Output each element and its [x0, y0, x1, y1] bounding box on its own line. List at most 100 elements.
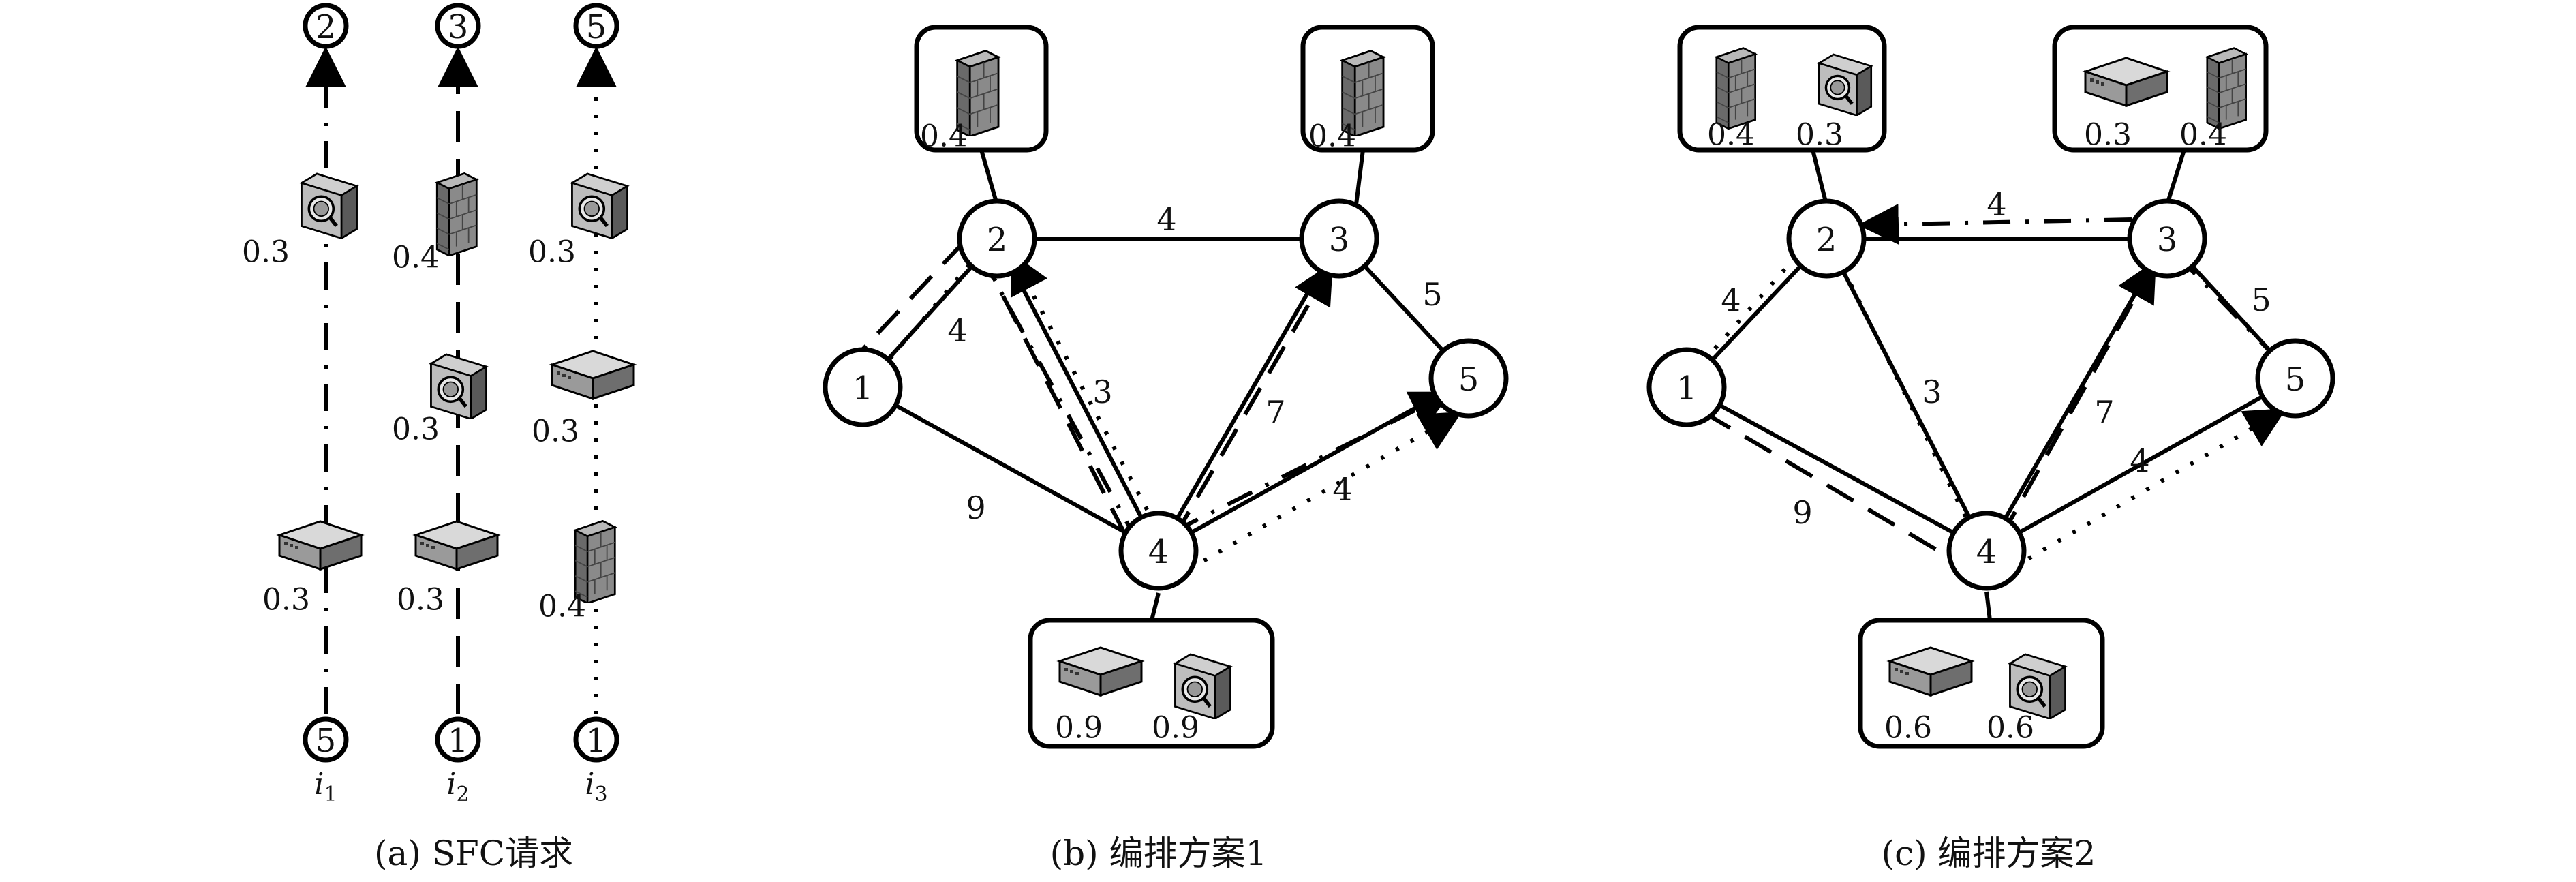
rack-value: 0.4 [1308, 119, 1356, 154]
chain-i3: 1 5 0.4 0.3 0.3 i3 [528, 3, 635, 806]
firewall-icon [1715, 47, 1756, 130]
node-4-label: 4 [1976, 533, 1997, 571]
vnf-value: 0.4 [392, 241, 440, 275]
switch-icon [414, 520, 499, 571]
panel-c-scheme-2: 0.4 0.3 0.3 0.4 0.6 0.6 [1646, 25, 2335, 873]
caption-b: (b) 编排方案1 [1050, 834, 1268, 873]
weight-3-4: 7 [2094, 394, 2114, 431]
path-i1-dashdot-3-2 [1858, 204, 2132, 245]
chain-i3-dst-node [573, 3, 619, 49]
path-i3-dotted-1-2 [1702, 244, 1808, 363]
switch-icon [551, 350, 635, 400]
routing-paths [843, 217, 1462, 571]
ids-icon [572, 174, 628, 239]
weight-3-5: 5 [2251, 282, 2271, 318]
vnf-value: 0.3 [242, 235, 290, 270]
chain-i2-dst-node [435, 3, 481, 49]
node-5 [1428, 338, 1509, 419]
firewall-icon [2206, 47, 2247, 130]
node-5 [2255, 338, 2335, 419]
edge-4-5 [1985, 376, 2297, 553]
weight-2-4: 3 [1092, 374, 1112, 410]
routing-paths [1702, 204, 2287, 571]
weight-1-4: 9 [1792, 494, 1812, 531]
rack-node-4: 0.6 0.6 [1858, 591, 2105, 749]
chain-i2-dst-label: 3 [448, 8, 469, 46]
rack-value: 0.3 [2084, 118, 2132, 153]
node-2-label: 2 [987, 221, 1008, 259]
rack-value: 0.9 [1152, 711, 1199, 746]
chain-i3-src-label: 1 [586, 722, 607, 760]
ids-icon [1819, 55, 1871, 115]
chain-i2: 1 3 0.3 0.3 0.4 i2 [392, 3, 499, 806]
topology-nodes: 1 2 3 4 5 [1646, 198, 2335, 591]
ids-icon [431, 354, 487, 419]
path-i3-dotted-4-5 [1188, 412, 1462, 571]
switch-icon [278, 520, 363, 571]
rack-value: 0.4 [1707, 118, 1755, 153]
edge-1-4 [861, 385, 1160, 553]
weight-2-3: 4 [1987, 186, 2006, 223]
firewall-icon [435, 172, 478, 256]
rack-value: 0.6 [1987, 711, 2034, 746]
topology-edges [1685, 237, 2297, 553]
weight-3-4: 7 [1266, 394, 1285, 431]
weight-1-2: 4 [1721, 282, 1741, 318]
chain-i3-dst-label: 5 [586, 8, 607, 46]
rack-node-4: 0.9 0.9 [1028, 592, 1275, 749]
node-4 [1946, 511, 2027, 591]
rack-value: 0.9 [1055, 711, 1103, 746]
ids-icon [302, 174, 357, 239]
vnf-value: 0.3 [392, 412, 440, 447]
path-i3-dotted-4-5 [2012, 408, 2287, 569]
weight-1-2: 4 [947, 312, 967, 349]
chain-i2-src-node [435, 716, 481, 763]
rack-value: 0.3 [1796, 118, 1843, 153]
edge-3-4 [1156, 237, 1341, 552]
path-i3-dotted-4-2 [1010, 252, 1157, 526]
node-2-label: 2 [1816, 221, 1837, 259]
rack-value: 0.4 [920, 119, 968, 154]
edge-4-5 [1157, 376, 1470, 553]
node-3 [1299, 198, 1379, 279]
path-i2-dashed [843, 223, 982, 370]
rack-value: 0.6 [1884, 711, 1932, 746]
rack-value: 0.4 [2179, 118, 2227, 153]
node-1 [1646, 347, 1727, 427]
chain-i3-label: i3 [585, 767, 607, 806]
vnf-value: 0.3 [262, 583, 310, 618]
rack-node-3: 0.4 [1300, 25, 1435, 205]
node-3 [2127, 198, 2207, 279]
vnf-value: 0.4 [538, 590, 586, 624]
rack-node-3: 0.3 0.4 [2052, 25, 2269, 205]
ids-icon [2010, 654, 2066, 719]
path-i2-dashed-4-3 [1998, 260, 2156, 540]
caption-c: (c) 编排方案2 [1882, 834, 2096, 873]
ids-icon [1176, 654, 1231, 719]
node-3-label: 3 [1329, 221, 1350, 259]
node-5-label: 5 [2285, 361, 2306, 399]
node-2 [957, 198, 1037, 279]
edge-1-4 [1685, 385, 1988, 553]
path-i1-dashdot-4-5 [1172, 391, 1452, 534]
chain-i1-label: i1 [314, 767, 337, 806]
chain-i1-dst-label: 2 [316, 8, 337, 46]
topology-nodes: 1 2 3 4 5 [823, 198, 1509, 591]
edge-2-4 [1824, 237, 1989, 552]
edge-weights: 4 9 4 3 7 5 4 [947, 201, 1442, 526]
chain-i2-src-label: 1 [448, 722, 469, 760]
weight-2-3: 4 [1156, 201, 1176, 238]
panel-a-sfc-requests: 5 2 0.3 0.3 i1 1 3 0.3 0.3 0.4 i2 [242, 3, 635, 873]
vnf-value: 0.3 [532, 414, 579, 449]
path-i2-dashed-2-4 [979, 252, 1141, 564]
chain-i1: 5 2 0.3 0.3 i1 [242, 3, 363, 806]
weight-4-5: 4 [1332, 471, 1352, 508]
node-2 [1786, 198, 1867, 279]
path-i2-dashed-4-3 [1171, 262, 1333, 540]
node-1 [823, 347, 903, 427]
chain-i1-dst-node [303, 3, 349, 49]
node-4 [1118, 511, 1199, 591]
weight-3-5: 5 [1422, 276, 1442, 313]
vnf-value: 0.3 [528, 235, 576, 270]
